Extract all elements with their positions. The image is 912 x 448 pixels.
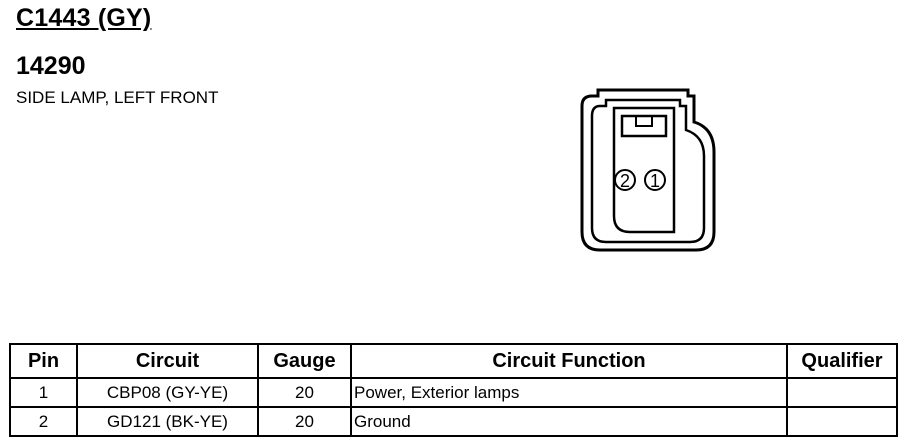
pinout-table: Pin Circuit Gauge Circuit Function Quali…: [9, 343, 898, 437]
connector-inner-housing: [590, 98, 706, 244]
cell-circuit-function: Ground: [350, 406, 788, 437]
header-circuit-function: Circuit Function: [350, 343, 788, 379]
pin-1-label: 1: [650, 171, 660, 191]
header-circuit: Circuit: [76, 343, 259, 379]
header-pin: Pin: [9, 343, 78, 379]
connector-title: C1443 (GY): [16, 4, 152, 32]
table-header-row: Pin Circuit Gauge Circuit Function Quali…: [9, 343, 898, 379]
cell-gauge: 20: [257, 406, 352, 437]
pin-2-circle: [614, 169, 636, 191]
cell-circuit-function: Power, Exterior lamps: [350, 377, 788, 408]
table-row: 2 GD121 (BK-YE) 20 Ground: [9, 406, 898, 437]
table-row: 1 CBP08 (GY-YE) 20 Power, Exterior lamps: [9, 377, 898, 408]
cell-qualifier: [786, 377, 898, 408]
terminal-cavity: [612, 106, 676, 234]
connector-description: SIDE LAMP, LEFT FRONT: [16, 88, 219, 107]
cell-circuit: GD121 (BK-YE): [76, 406, 259, 437]
cell-pin: 2: [9, 406, 78, 437]
connector-face-diagram: 2 1: [580, 88, 716, 252]
cell-circuit: CBP08 (GY-YE): [76, 377, 259, 408]
pin-2-label: 2: [620, 171, 630, 191]
lock-tab-notch: [635, 115, 653, 127]
connector-outer-housing: [580, 88, 716, 252]
part-number: 14290: [16, 52, 86, 80]
header-qualifier: Qualifier: [786, 343, 898, 379]
cell-pin: 1: [9, 377, 78, 408]
header-gauge: Gauge: [257, 343, 352, 379]
cell-gauge: 20: [257, 377, 352, 408]
pin-1-circle: [644, 169, 666, 191]
cell-qualifier: [786, 406, 898, 437]
